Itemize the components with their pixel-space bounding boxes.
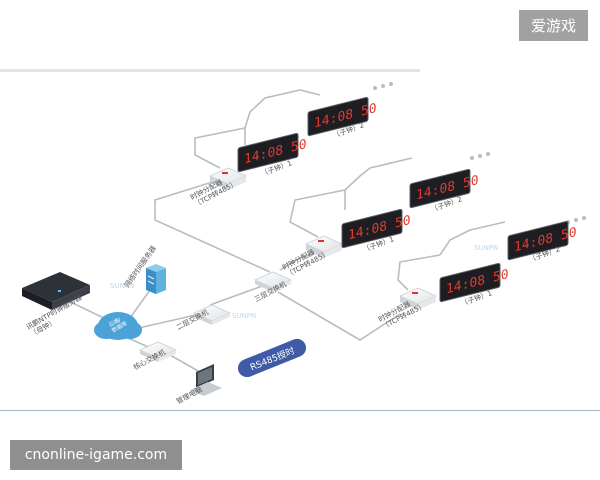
continuation-dots — [373, 82, 586, 224]
line-layer2-to-layer3 — [209, 284, 266, 306]
layer3-switch-device — [254, 271, 292, 292]
line-splitter-bottom-to-clock1 — [397, 254, 441, 291]
faint-top-text — [0, 69, 420, 72]
layer2-switch-device — [193, 304, 231, 325]
watermark-badge: 爱游戏 — [518, 10, 588, 41]
ntp-server-device — [22, 272, 90, 310]
line-splitter-top-to-clock1 — [194, 127, 246, 169]
line-cloud-to-network-server — [129, 289, 151, 319]
line-splitter-mid-to-clock2 — [344, 157, 413, 191]
brand-mark-3: SUNPN — [474, 244, 498, 252]
splitter-top-device — [209, 167, 247, 190]
label-management-pc: 管理电脑 — [175, 385, 204, 406]
line-layer3-to-splitter-bottom — [277, 291, 401, 341]
connection-lines — [59, 89, 506, 373]
line-splitter-bottom-to-clock2 — [439, 221, 506, 256]
label-line: 管理电脑 — [175, 385, 204, 406]
line-layer3-to-splitter-top — [154, 177, 271, 273]
network-time-server-device — [146, 264, 166, 294]
line-cloud-to-layer2 — [129, 313, 201, 331]
core-switch-device — [139, 341, 177, 362]
line-core-to-pc — [169, 354, 201, 373]
splitter-bottom-device — [399, 287, 437, 310]
line-splitter-mid-to-clock1 — [289, 189, 346, 238]
cloud-device — [94, 312, 142, 340]
bottom-divider — [0, 410, 600, 411]
site-banner: cnonline-igame.com — [10, 440, 182, 470]
brand-mark-2: SUNPN — [110, 282, 134, 290]
brand-mark-1: SUNPN — [232, 312, 256, 320]
line-splitter-top-to-clock2 — [244, 89, 321, 129]
management-pc-device — [190, 364, 222, 396]
rs485-badge: RS485授时 — [237, 338, 307, 378]
splitter-mid-device — [305, 235, 343, 258]
